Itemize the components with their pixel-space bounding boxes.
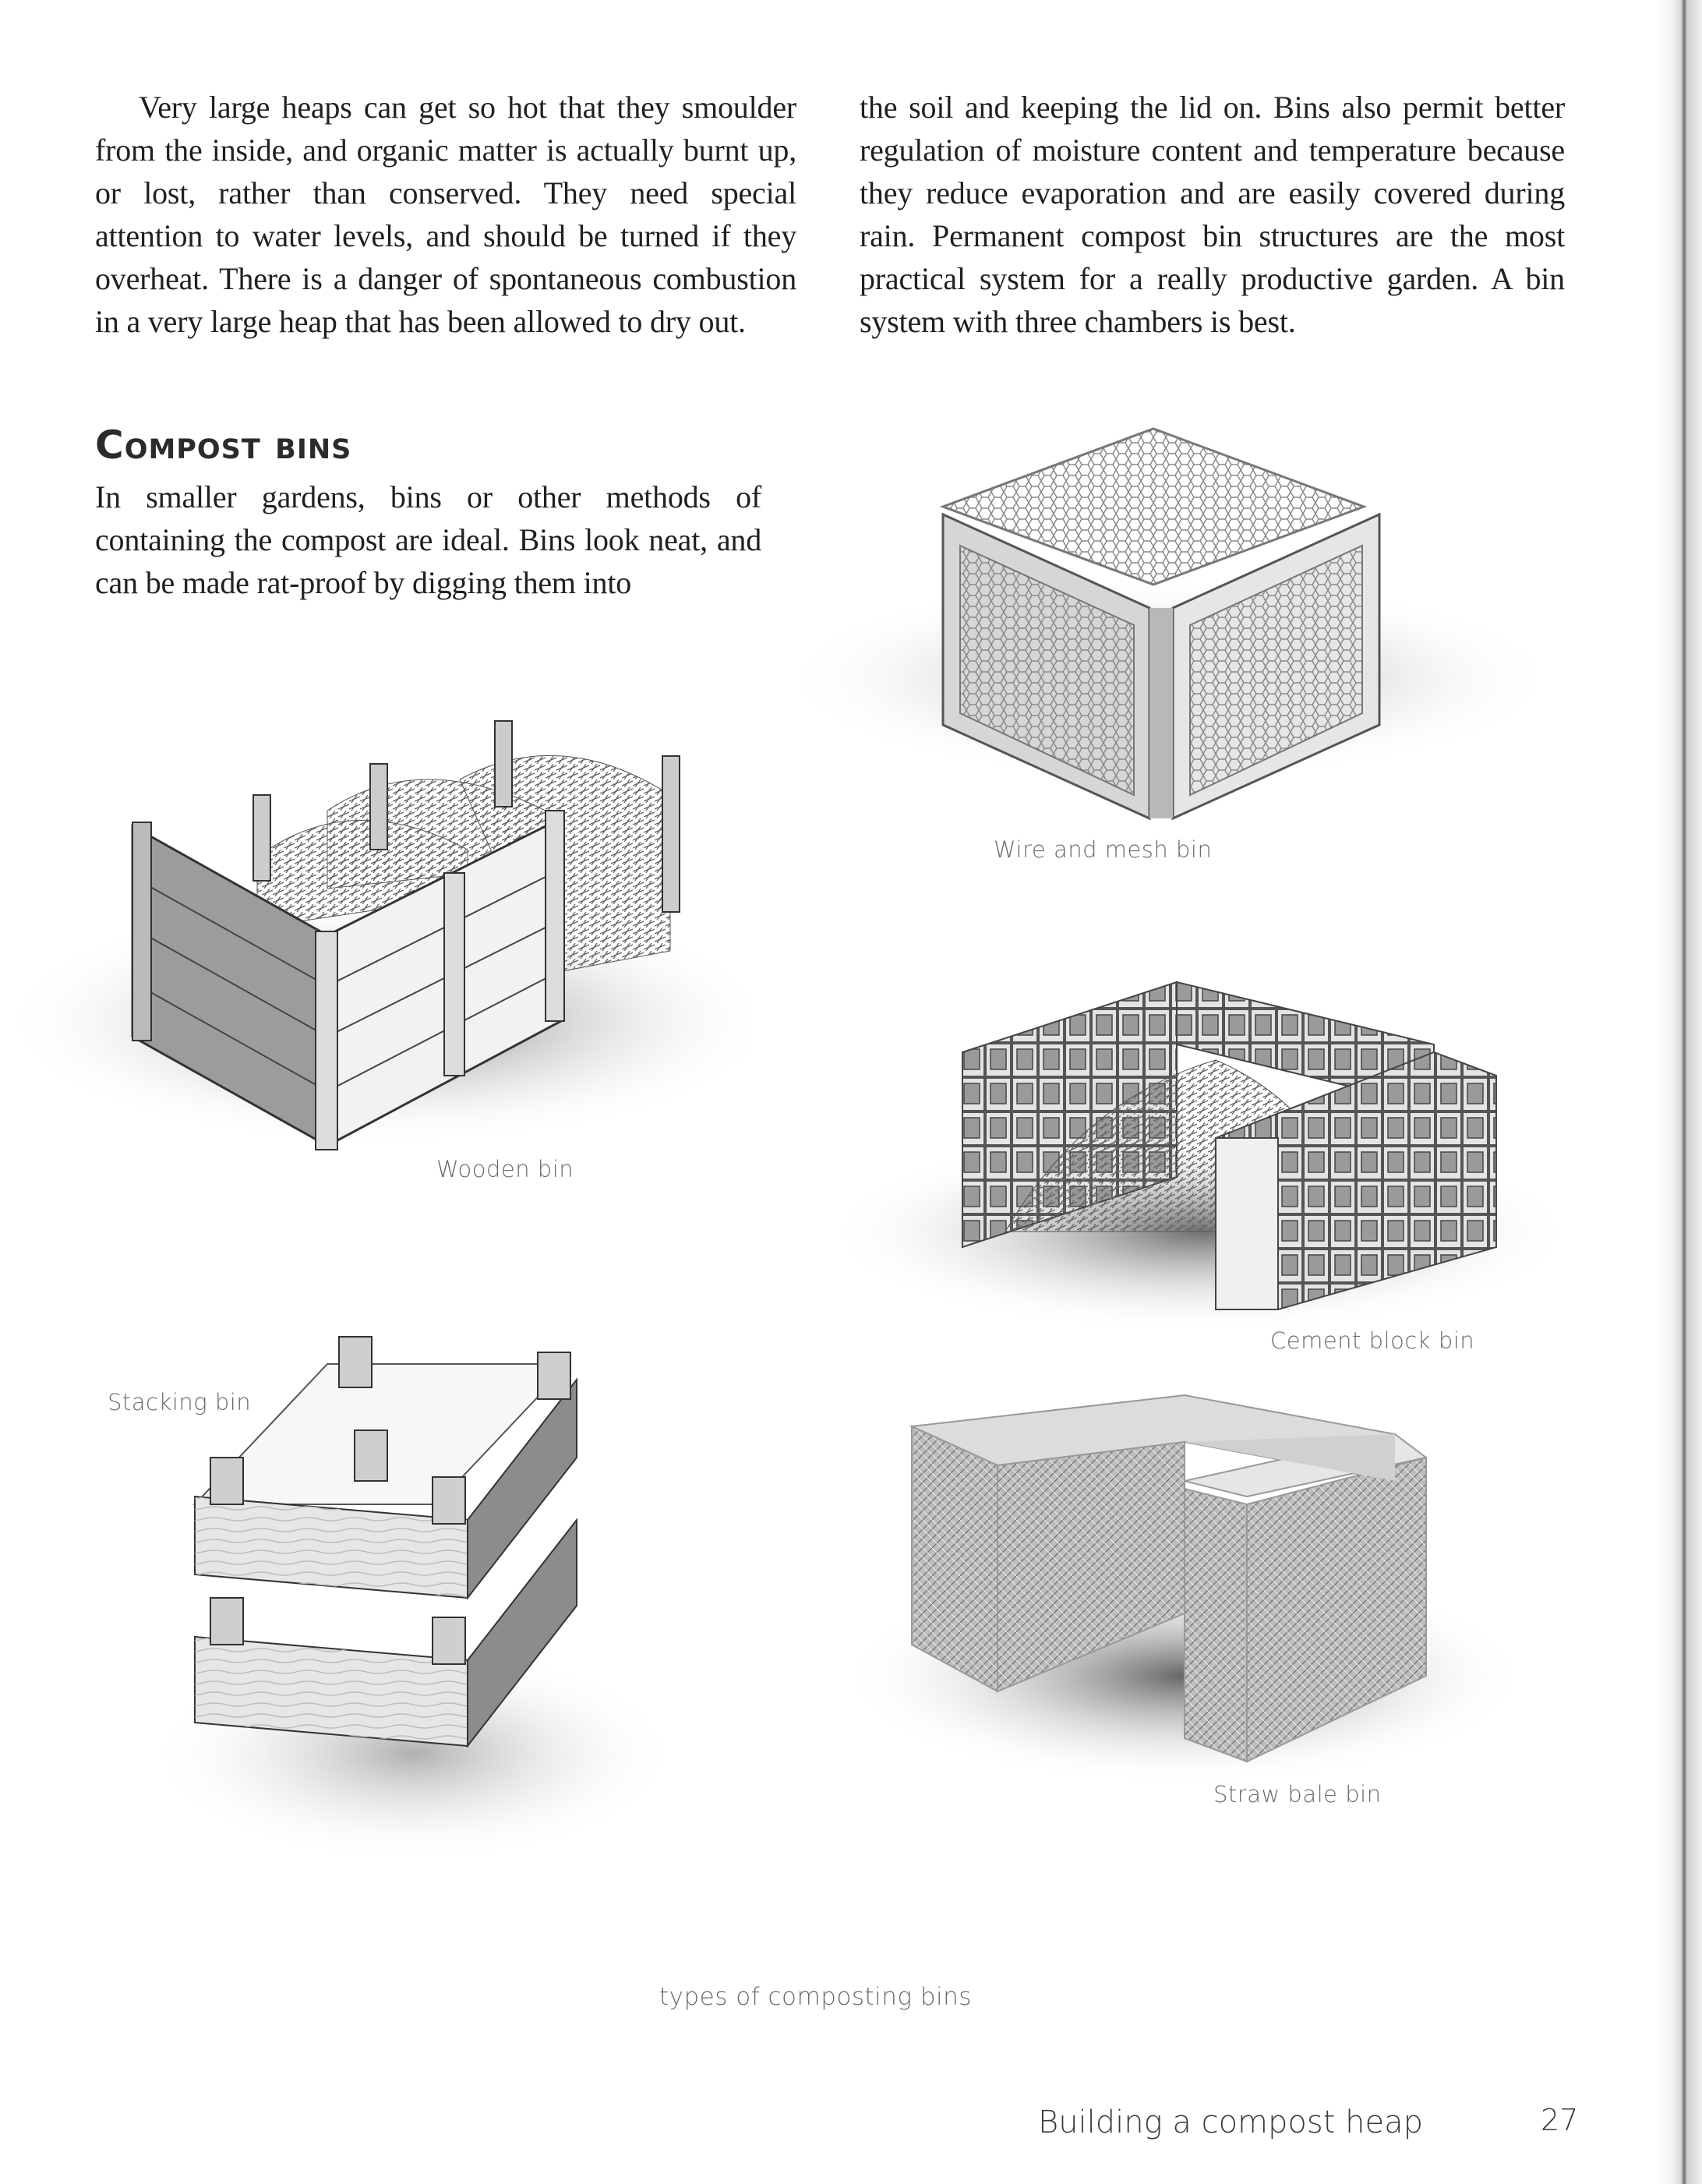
section-intro: In smaller gardens, bins or other method… <box>95 475 761 604</box>
illustration-wooden-bin <box>0 694 748 1161</box>
caption-wooden-bin: Wooden bin <box>436 1156 574 1182</box>
caption-stacking-bin: Stacking bin <box>108 1389 252 1415</box>
paragraph-smaller-gardens: In smaller gardens, bins or other method… <box>95 479 761 600</box>
section-heading: Compost bins <box>95 422 352 468</box>
figure-caption: types of composting bins <box>659 1983 972 2011</box>
illustration-wire-mesh-bin <box>779 421 1574 842</box>
body-column-right: the soil and keeping the lid on. Bins al… <box>860 86 1565 343</box>
caption-wire-mesh-bin: Wire and mesh bin <box>994 836 1213 863</box>
body-column-left: Very large heaps can get so hot that the… <box>95 86 796 343</box>
illustration-cement-block-bin <box>826 974 1574 1333</box>
paragraph-bins-benefits: the soil and keeping the lid on. Bins al… <box>860 90 1565 339</box>
page-binding-shadow <box>1655 0 1702 2184</box>
illustration-straw-bale-bin <box>857 1380 1559 1785</box>
page-number: 27 <box>1541 2103 1579 2137</box>
illustration-stacking-bin <box>156 1317 686 1863</box>
paragraph-large-heaps: Very large heaps can get so hot that the… <box>95 90 796 339</box>
running-footer: Building a compost heap <box>1038 2104 1423 2140</box>
caption-cement-block-bin: Cement block bin <box>1270 1327 1475 1354</box>
caption-straw-bale-bin: Straw bale bin <box>1213 1781 1382 1808</box>
